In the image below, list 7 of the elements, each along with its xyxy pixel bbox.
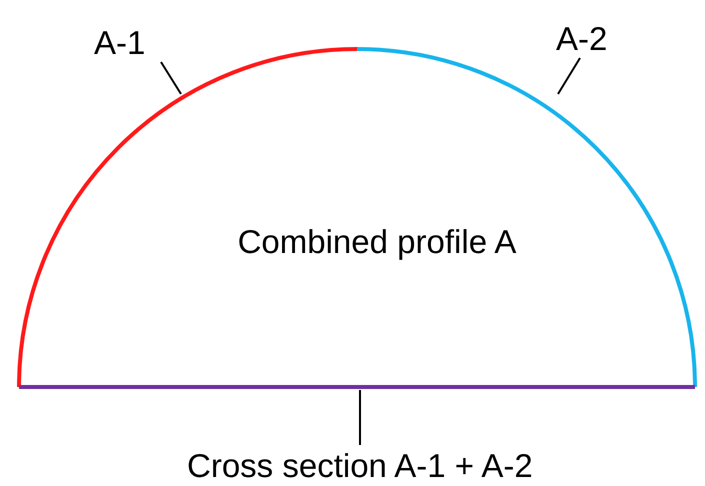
leader-line — [359, 390, 361, 445]
part-label: A-2 — [556, 22, 608, 55]
leader-line — [160, 61, 182, 95]
cross-section-label: Cross section A-1 + A-2 — [187, 449, 533, 482]
profile-label: Combined profile A — [236, 225, 518, 258]
leader-line — [557, 57, 581, 95]
part-label: A-1 — [94, 26, 146, 59]
